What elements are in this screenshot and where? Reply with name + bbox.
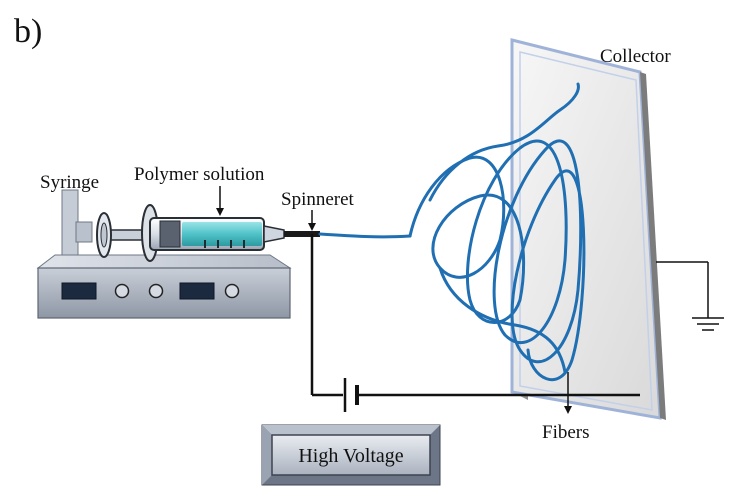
syringe-label: Syringe (40, 172, 99, 193)
fiber-lower-loops (438, 266, 567, 374)
pump-top-face (36, 254, 292, 269)
panel-label: b) (14, 13, 42, 50)
pump-display-left (61, 282, 97, 300)
hv-bevel-left (262, 425, 272, 485)
plunger-seal (159, 220, 181, 248)
pump-knob-1 (114, 283, 130, 299)
spinneret-needle (284, 231, 320, 237)
hv-bevel-top (262, 425, 440, 435)
collector-label: Collector (600, 46, 671, 67)
pump-body (37, 267, 291, 319)
fiber-upper-loops (428, 82, 580, 202)
fibers-arrowhead (564, 406, 572, 414)
electrical-circuit (310, 234, 709, 412)
syringe-holder-clip (75, 221, 93, 243)
spinneret-label: Spinneret (281, 189, 355, 210)
syringe-graduations (204, 240, 245, 248)
syringe-pump (36, 189, 292, 319)
fiber-whipping-spiral (408, 139, 586, 382)
polymer-solution-fluid (182, 222, 262, 246)
pump-knob-3 (224, 283, 240, 299)
syringe-tip (263, 225, 285, 243)
polymer-solution-label: Polymer solution (134, 164, 265, 185)
collector-edge-shadow (640, 72, 666, 420)
plunger-thumb-rest-inner (100, 222, 108, 248)
ground-symbol (692, 317, 724, 331)
high-voltage-power-supply: High Voltage (261, 424, 441, 486)
spinneret-arrowhead (308, 223, 316, 231)
pump-display-right (179, 282, 215, 300)
hv-box-face (271, 434, 431, 476)
fiber-straight-jet (318, 232, 412, 239)
fiber-jet (318, 82, 586, 382)
collector-frame-inner (519, 51, 653, 411)
high-voltage-label: High Voltage (298, 445, 403, 467)
syringe (96, 204, 320, 262)
fibers-label: Fibers (542, 422, 590, 443)
polymer-solution-arrowhead (216, 208, 224, 216)
pump-knob-2 (148, 283, 164, 299)
